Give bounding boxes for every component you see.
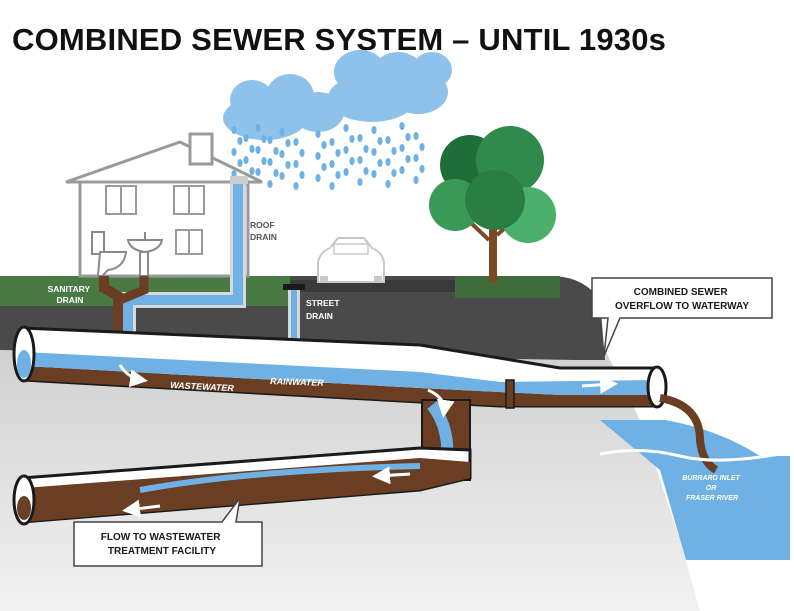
rain-drop <box>371 148 377 156</box>
rain-drop <box>343 146 349 154</box>
rain-drop <box>343 168 349 176</box>
rain-drop <box>285 139 291 147</box>
rain-drop <box>357 178 363 186</box>
tree <box>429 126 556 283</box>
rain-drop <box>377 137 383 145</box>
rain-drop <box>315 130 321 138</box>
rain-drop <box>255 168 261 176</box>
svg-text:FLOW TO WASTEWATER TREAT: FLOW TO WASTEWATER TREATMENT FACILITY <box>101 532 223 557</box>
rainwater-label: RAINWATER <box>270 376 325 388</box>
rain-drop <box>243 156 249 164</box>
rain-drop <box>285 161 291 169</box>
rain-drop <box>385 158 391 166</box>
rain-drop <box>343 124 349 132</box>
roof-drain-pipe <box>120 176 248 340</box>
rain-drop <box>413 154 419 162</box>
rain-drop <box>293 182 299 190</box>
rain-drop <box>249 145 255 153</box>
car <box>317 237 385 283</box>
rain-drop <box>371 126 377 134</box>
svg-text:COMBINED SEWER OVERFLOW: COMBINED SEWER OVERFLOW TO WATERWAY <box>615 287 749 312</box>
rain-drop <box>279 128 285 136</box>
rain-drop <box>273 147 279 155</box>
wastewater-label: WASTEWATER <box>170 380 235 393</box>
rain-drop <box>329 160 335 168</box>
rain-drop <box>231 126 237 134</box>
sanitary-drain-pipe <box>99 276 149 345</box>
rain-drop <box>329 138 335 146</box>
rain-drop <box>391 169 397 177</box>
rain-drop <box>391 147 397 155</box>
rain-drop <box>267 158 273 166</box>
overflow-callout: COMBINED SEWER OVERFLOW TO WATERWAY <box>591 277 773 357</box>
rain-drop <box>267 180 273 188</box>
rain-drop <box>293 138 299 146</box>
rain-drop <box>357 156 363 164</box>
rain-drop <box>335 149 341 157</box>
roof-drain-label: ROOF DRAIN <box>250 220 277 242</box>
rain-drop <box>293 160 299 168</box>
rain-drop <box>363 145 369 153</box>
rain-drop <box>321 163 327 171</box>
rain-drop <box>249 167 255 175</box>
treatment-callout: FLOW TO WASTEWATER TREATMENT FACILITY <box>73 497 263 567</box>
rain-drop <box>371 170 377 178</box>
rain-drop <box>385 136 391 144</box>
rain-drop <box>399 144 405 152</box>
rain-drop <box>413 176 419 184</box>
rain-drop <box>321 141 327 149</box>
rain-drop <box>279 150 285 158</box>
rain-drop <box>279 172 285 180</box>
upper-sewer-pipe <box>12 325 668 409</box>
grass-right <box>455 276 560 298</box>
rain-drop <box>413 132 419 140</box>
rain-drop <box>315 174 321 182</box>
rain-drop <box>349 135 355 143</box>
rain-drop <box>237 137 243 145</box>
rain-drop <box>255 146 261 154</box>
rain-drop <box>273 169 279 177</box>
rain-drop <box>267 136 273 144</box>
rain-drops <box>231 122 425 190</box>
rain-drop <box>377 159 383 167</box>
rain-drop <box>357 134 363 142</box>
rain-drop <box>399 122 405 130</box>
clouds <box>223 50 452 140</box>
rain-drop <box>231 148 237 156</box>
rain-drop <box>363 167 369 175</box>
house <box>65 132 263 278</box>
page-title: COMBINED SEWER SYSTEM – UNTIL 1930s <box>12 22 667 57</box>
flow-arrows <box>118 364 618 518</box>
rain-drop <box>385 180 391 188</box>
rain-drop <box>261 157 267 165</box>
rain-drop <box>399 166 405 174</box>
rain-drop <box>315 152 321 160</box>
rain-drop <box>349 157 355 165</box>
rain-drop <box>237 159 243 167</box>
waterway <box>599 394 791 560</box>
street-drain-label: STREET DRAIN <box>306 298 342 321</box>
rain-drop <box>299 171 305 179</box>
rain-drop <box>419 143 425 151</box>
rain-drop <box>261 135 267 143</box>
rain-drop <box>299 149 305 157</box>
rain-drop <box>405 155 411 163</box>
rain-drop <box>405 133 411 141</box>
rain-drop <box>243 134 249 142</box>
rain-drop <box>419 165 425 173</box>
rain-drop <box>255 124 261 132</box>
sanitary-drain-label: SANITARY DRAIN <box>48 284 93 305</box>
waterway-label: BURRARD INLET OR FRASER RIVER <box>682 475 742 502</box>
rain-drop <box>329 182 335 190</box>
rain-drop <box>335 171 341 179</box>
